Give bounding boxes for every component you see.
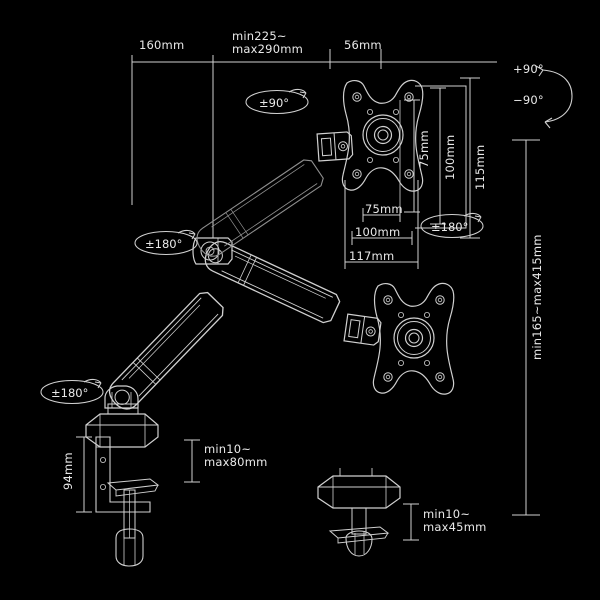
badge-label-base-rotation: ±180° [51,386,89,400]
dim-label-vesa-v-75: 75mm [417,130,431,168]
tilt-label-plus-90: +90° [513,62,544,76]
badge-elbow-rotation [134,229,198,256]
badge-label-elbow-rotation: ±180° [145,237,183,251]
dim-label-vesa-v-100: 100mm [443,134,457,180]
badge-label-head-swivel: ±90° [259,96,290,110]
dim-label-vesa-h-100: 100mm [355,225,401,239]
dim-label-plate-height-115: 115mm [473,144,487,190]
rotation-badge-ellipses [40,88,484,405]
badge-label-plate-rotation: ±180° [431,220,469,234]
dim-label-plate-width-117: 117mm [349,249,395,263]
dimension-lines [76,49,540,541]
dim-label-height-range: min165~max415mm [530,234,544,360]
dim-label-clamp-94mm: 94mm [61,452,75,490]
badge-base-rotation [40,378,104,405]
badge-head-swivel [245,88,309,115]
badge-plate-rotation [420,212,484,239]
desk-clamp-base [85,403,160,567]
panel-outline-raised [399,85,467,229]
dim-label-160mm: 160mm [139,38,185,52]
dim-label-clamp-thickness: min10~ max80mm [204,442,268,469]
arm-assembly-raised [196,131,354,257]
dim-label-extension-range: min225~ max290mm [232,29,304,56]
dim-label-vesa-h-75: 75mm [365,202,403,216]
dim-label-56mm: 56mm [344,38,382,52]
tilt-arc-indicator [535,65,573,129]
vesa-plate-raised [341,79,424,192]
dim-label-grommet-thickness: min10~ max45mm [423,507,487,534]
grommet-base [317,468,401,557]
tilt-label-minus-90: −90° [513,93,544,107]
arm-assembly-lowered [103,236,455,416]
